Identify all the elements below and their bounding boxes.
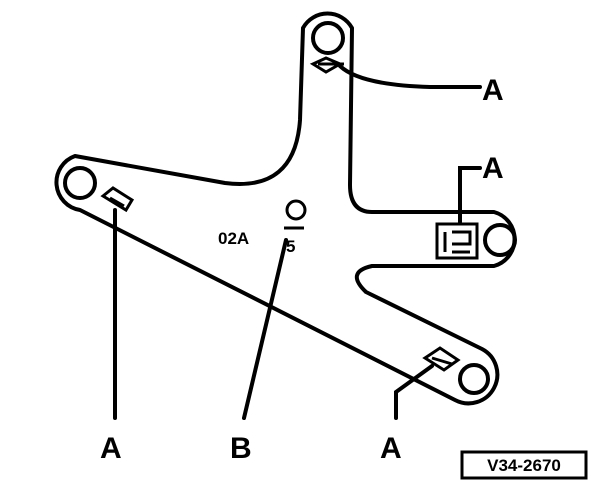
hole-top	[311, 21, 345, 55]
reference-box	[460, 450, 588, 480]
hole-left	[63, 166, 97, 200]
callout-b: B	[230, 432, 252, 465]
mark-a-left	[100, 186, 135, 213]
leader-a-right	[458, 166, 482, 224]
callout-a-top: A	[482, 74, 504, 107]
part-code: 02A	[218, 229, 249, 248]
leader-b	[242, 238, 288, 420]
leader-a-top	[338, 64, 482, 89]
mark-a-right	[435, 222, 479, 260]
mark-a-bottom-right	[422, 346, 461, 372]
leader-a-bottom-right	[394, 364, 434, 420]
hole-bottom-right	[458, 363, 490, 395]
bracket-outline	[54, 11, 517, 406]
mark-digit: 5	[286, 237, 295, 256]
hole-right	[483, 223, 517, 257]
hole-small-center	[285, 199, 307, 221]
callout-a-bottom-right: A	[380, 432, 402, 465]
callout-a-left-bottom: A	[100, 432, 122, 465]
callout-a-right: A	[482, 152, 504, 185]
reference-label: V34-2670	[487, 456, 561, 475]
